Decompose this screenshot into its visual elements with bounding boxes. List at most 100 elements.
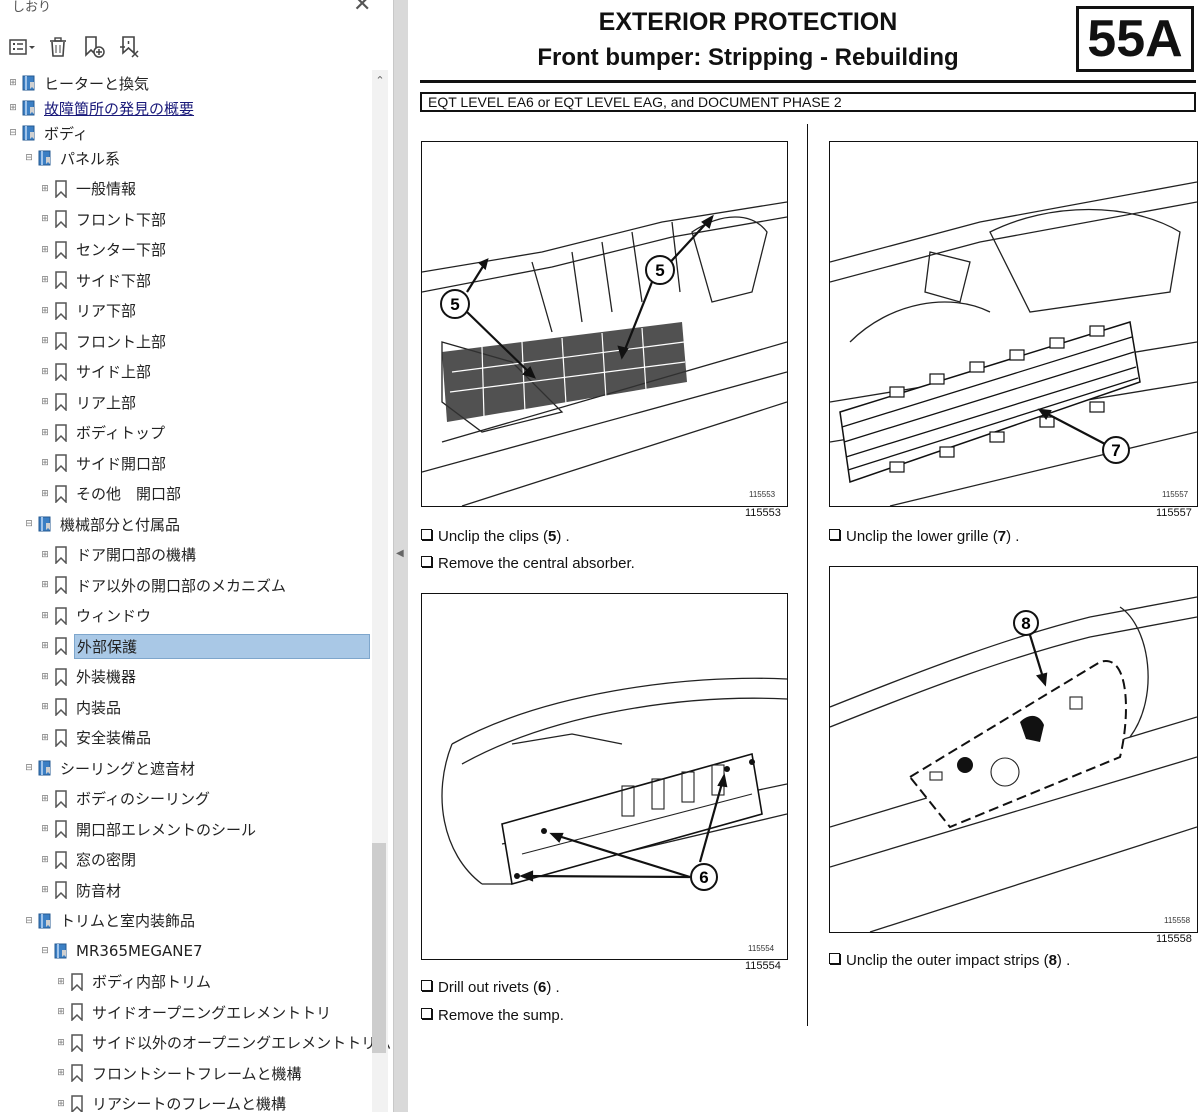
- tree-item[interactable]: ⊟ボディ: [8, 120, 90, 146]
- bookmark-icon: [53, 728, 69, 747]
- find-bookmark-button[interactable]: [116, 33, 144, 61]
- tree-item[interactable]: ⊟トリムと室内装飾品: [24, 908, 197, 934]
- expand-toggle-icon[interactable]: ⊞: [41, 275, 49, 285]
- step-remove-absorber: Remove the central absorber.: [421, 555, 635, 572]
- figure-small-code: 115553: [749, 490, 776, 499]
- expand-toggle-icon[interactable]: ⊞: [41, 885, 49, 895]
- tree-item[interactable]: ⊞ボディトップ: [40, 420, 167, 446]
- expand-toggle-icon[interactable]: ⊞: [41, 458, 49, 468]
- expand-toggle-icon[interactable]: ⊞: [41, 397, 49, 407]
- expand-toggle-icon[interactable]: ⊞: [9, 78, 17, 88]
- step-text: Remove the central absorber.: [438, 555, 635, 572]
- bookmark-icon: [53, 698, 69, 716]
- expand-toggle-icon[interactable]: ⊞: [41, 488, 49, 499]
- tree-item[interactable]: ⊞リアシートのフレームと機構: [56, 1091, 288, 1112]
- step-text-end: ) .: [1006, 528, 1020, 545]
- bookmark-icon: [53, 332, 69, 350]
- figure-code: 115557: [1156, 507, 1192, 519]
- tree-item[interactable]: ⊞故障箇所の発見の概要: [8, 95, 196, 121]
- expand-toggle-icon[interactable]: ⊞: [41, 244, 49, 255]
- expand-toggle-icon[interactable]: ⊟: [25, 915, 33, 926]
- tree-item[interactable]: ⊟パネル系: [24, 145, 122, 171]
- tree-item[interactable]: ⊞サイド以外のオープニングエレメントトリム: [56, 1030, 393, 1056]
- tree-item[interactable]: ⊞リア下部: [40, 298, 138, 324]
- tree-item[interactable]: ⊞ドア開口部の機構: [40, 542, 198, 568]
- expand-toggle-icon[interactable]: ⊞: [41, 336, 49, 346]
- tree-item[interactable]: ⊞ヒーターと換気: [8, 70, 151, 96]
- scroll-up-icon[interactable]: ⌃: [375, 74, 385, 87]
- expand-toggle-icon[interactable]: ⊞: [41, 793, 49, 804]
- expand-toggle-icon[interactable]: ⊞: [57, 1068, 65, 1078]
- tree-item[interactable]: ⊞リア上部: [40, 389, 138, 415]
- expand-toggle-icon[interactable]: ⊞: [41, 549, 49, 560]
- step-unclip-clips: Unclip the clips (5) .: [421, 528, 570, 545]
- tree-item[interactable]: ⊞サイドオープニングエレメントトリ: [56, 999, 333, 1025]
- bookmark-icon: [53, 484, 69, 503]
- expand-toggle-icon[interactable]: ⊟: [25, 519, 33, 529]
- figure-lower-grille: 7 115557: [829, 141, 1198, 507]
- tree-item-label: 安全装備品: [76, 729, 152, 747]
- tree-item[interactable]: ⊞開口部エレメントのシール: [40, 816, 258, 842]
- expand-toggle-icon[interactable]: ⊞: [41, 427, 49, 438]
- tree-item[interactable]: ⊞フロントシートフレームと機構: [56, 1060, 304, 1086]
- tree-item[interactable]: ⊟シーリングと遮音材: [24, 755, 197, 781]
- expand-toggle-icon[interactable]: ⊞: [41, 702, 49, 712]
- tree-item[interactable]: ⊟MR365MEGANE7: [40, 938, 205, 964]
- expand-toggle-icon[interactable]: ⊞: [41, 183, 49, 194]
- tree-item[interactable]: ⊞外装機器: [40, 664, 138, 690]
- figure-code: 115554: [745, 960, 781, 972]
- step-unclip-lower-grille: Unclip the lower grille (7) .: [829, 528, 1019, 545]
- expand-toggle-icon[interactable]: ⊞: [57, 976, 65, 987]
- tree-item[interactable]: ⊞ウィンドウ: [40, 603, 153, 629]
- tree-item[interactable]: ⊞フロント上部: [40, 328, 168, 354]
- expand-toggle-icon[interactable]: ⊞: [57, 1037, 65, 1048]
- tree-item[interactable]: ⊞ ボディのシーリング: [40, 786, 212, 812]
- tree-item-label: 窓の密閉: [76, 851, 137, 869]
- expand-toggle-icon[interactable]: ⊞: [57, 1007, 65, 1017]
- step-text-end: ) .: [546, 979, 560, 996]
- tree-item[interactable]: ⊞防音材: [40, 877, 123, 903]
- expand-toggle-icon[interactable]: ⊞: [57, 1098, 65, 1109]
- tree-item[interactable]: ⊞ 安全装備品: [40, 725, 153, 751]
- tree-item[interactable]: ⊞サイド上部: [40, 359, 153, 385]
- expand-toggle-icon[interactable]: ⊞: [41, 671, 49, 682]
- bookmarks-panel: しおり ✕: [0, 0, 393, 1112]
- expand-toggle-icon[interactable]: ⊞: [41, 580, 49, 590]
- bookmark-icon: [53, 667, 69, 686]
- tree-item[interactable]: ⊞サイド開口部: [40, 450, 168, 476]
- expand-toggle-icon[interactable]: ⊟: [25, 763, 33, 773]
- expand-toggle-icon[interactable]: ⊞: [41, 366, 49, 377]
- expand-toggle-icon[interactable]: ⊞: [41, 732, 49, 743]
- tree-item[interactable]: ⊞ドア以外の開口部のメカニズム: [40, 572, 288, 598]
- expand-toggle-icon[interactable]: ⊞: [41, 610, 49, 621]
- expand-toggle-icon[interactable]: ⊞: [41, 305, 49, 316]
- expand-toggle-icon[interactable]: ⊞: [41, 854, 49, 865]
- book-bookmark-icon: [37, 759, 53, 777]
- tree-item[interactable]: ⊞サイド下部: [40, 267, 153, 293]
- expand-toggle-icon[interactable]: ⊟: [41, 946, 49, 956]
- tree-item[interactable]: ⊞外部保護: [40, 633, 370, 659]
- expand-toggle-icon[interactable]: ⊟: [9, 128, 17, 138]
- expand-toggle-icon[interactable]: ⊞: [41, 641, 49, 651]
- tree-item-label: ボディのシーリング: [76, 790, 210, 808]
- tree-item[interactable]: ⊞内装品: [40, 694, 123, 720]
- close-icon[interactable]: ✕: [353, 0, 372, 17]
- options-menu-button[interactable]: [8, 33, 36, 61]
- tree-item[interactable]: ⊞ 窓の密閉: [40, 847, 138, 873]
- expand-toggle-icon[interactable]: ⊟: [25, 153, 33, 163]
- tree-item[interactable]: ⊞ センター下部: [40, 237, 168, 263]
- collapse-panel-icon[interactable]: ◀: [396, 548, 404, 559]
- list-options-icon: [9, 39, 35, 55]
- tree-item[interactable]: ⊞その他 開口部: [40, 481, 183, 507]
- new-bookmark-button[interactable]: [80, 33, 108, 61]
- scrollbar-thumb[interactable]: [372, 843, 386, 1053]
- tree-item[interactable]: ⊞ボディ内部トリム: [56, 969, 213, 995]
- tree-item-label: センター下部: [76, 241, 167, 259]
- delete-bookmark-button[interactable]: [44, 33, 72, 61]
- tree-item[interactable]: ⊞一般情報: [40, 176, 138, 202]
- tree-item[interactable]: ⊟機械部分と付属品: [24, 511, 182, 537]
- tree-item[interactable]: ⊞フロント下部: [40, 206, 168, 232]
- expand-toggle-icon[interactable]: ⊞: [41, 824, 49, 834]
- expand-toggle-icon[interactable]: ⊞: [41, 214, 49, 224]
- expand-toggle-icon[interactable]: ⊞: [9, 103, 17, 113]
